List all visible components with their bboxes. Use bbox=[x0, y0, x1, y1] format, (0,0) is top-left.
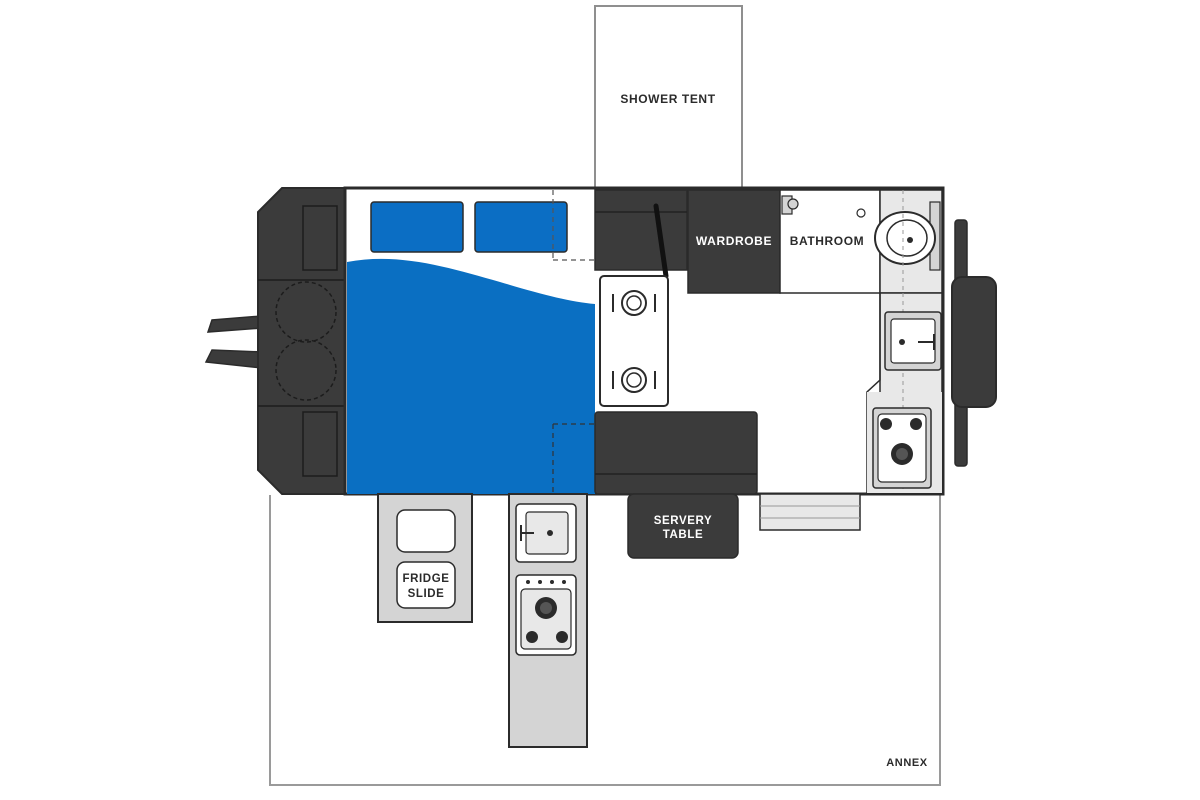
bed bbox=[347, 190, 595, 494]
bathroom: BATHROOM bbox=[779, 189, 943, 294]
entry-step bbox=[759, 493, 861, 531]
shower-tent bbox=[594, 5, 743, 189]
servery-table-label-line2: TABLE bbox=[663, 529, 703, 541]
fridge-slide-label-line2: SLIDE bbox=[408, 588, 445, 600]
front-boot bbox=[257, 187, 346, 495]
wardrobe: WARDROBE bbox=[687, 189, 781, 294]
drawbar bbox=[204, 315, 263, 369]
annex-label: ANNEX bbox=[886, 757, 928, 769]
wardrobe-label: WARDROBE bbox=[696, 234, 772, 248]
servery-table: SERVERY TABLE bbox=[627, 493, 739, 559]
fridge-slide-label-line1: FRIDGE bbox=[402, 573, 449, 585]
fridge-slide: FRIDGE SLIDE bbox=[377, 493, 473, 623]
spare-wheel bbox=[951, 219, 997, 467]
dinette-table bbox=[599, 275, 669, 407]
slide-out-kitchen bbox=[508, 493, 588, 748]
kitchen-bench bbox=[866, 292, 943, 494]
dinette-seat-upper bbox=[594, 189, 688, 279]
servery-table-label-line1: SERVERY bbox=[654, 515, 713, 527]
bathroom-label: BATHROOM bbox=[790, 234, 865, 248]
shower-tent-label: SHOWER TENT bbox=[620, 92, 715, 106]
annex-area bbox=[269, 495, 941, 786]
dinette-seat-lower bbox=[594, 411, 758, 495]
